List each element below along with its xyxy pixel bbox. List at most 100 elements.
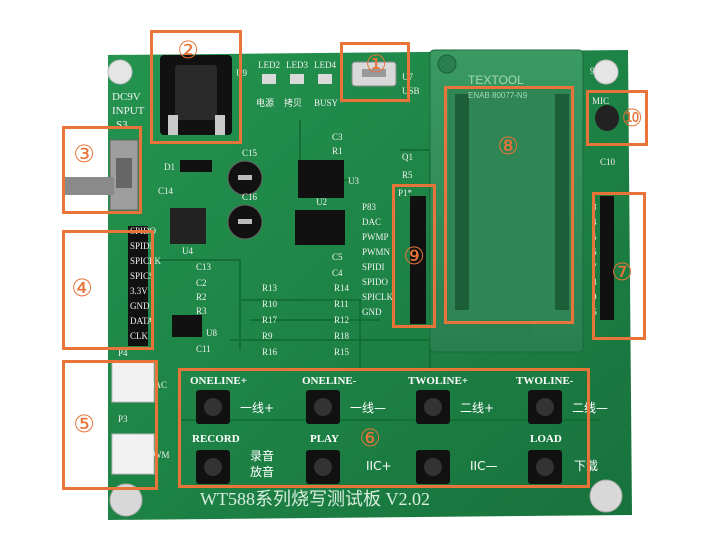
- silk-9: 9: [590, 66, 595, 76]
- callout-box-right-header: [592, 192, 646, 340]
- svg-text:GND: GND: [130, 301, 150, 311]
- silk-led4-en: BUSY: [314, 98, 339, 108]
- silk-dc9v: DC9V: [112, 91, 141, 103]
- silk-u2: U2: [316, 197, 327, 207]
- led-3: [290, 74, 304, 84]
- silk-mic: MIC: [592, 96, 609, 106]
- callout-box-mic: [586, 90, 648, 146]
- socket-model: ENAB 80077-N9: [468, 91, 528, 100]
- callout-num-7: ⑦: [611, 258, 633, 286]
- silk-c4: C4: [332, 268, 343, 278]
- svg-text:SPIDI: SPIDI: [130, 241, 153, 251]
- p1-pin-header: [410, 196, 426, 324]
- callout-num-1: ①: [365, 50, 387, 78]
- ic-u3: [298, 160, 344, 198]
- callout-num-8: ⑧: [497, 132, 519, 160]
- svg-text:3.3V: 3.3V: [130, 286, 148, 296]
- callout-box-audio: [62, 360, 158, 490]
- socket-brand: TEXTOOL: [468, 73, 524, 87]
- silk-p3: P3: [118, 414, 128, 424]
- ic-u2: [295, 210, 345, 245]
- silk-r9: R9: [262, 331, 273, 341]
- callout-box-switch: [62, 126, 142, 214]
- silk-c2: C2: [196, 278, 207, 288]
- silk-u3: U3: [348, 176, 359, 186]
- label-oneline-plus: ONELINE+: [190, 375, 247, 387]
- label-yixian-minus: 一线—: [350, 401, 386, 415]
- callout-box-usb: [340, 42, 410, 102]
- callout-num-10: ⑩: [621, 104, 643, 132]
- callout-box-p1-header: [392, 184, 436, 328]
- silk-r3: R3: [196, 306, 207, 316]
- silk-c11: C11: [196, 344, 211, 354]
- led-2: [262, 74, 276, 84]
- silk-r12: R12: [334, 315, 349, 325]
- ic-u4: [170, 208, 206, 244]
- callout-box-buttons: [178, 368, 590, 488]
- silk-led2: LED2: [258, 60, 280, 70]
- mount-foot-tl: [107, 59, 133, 85]
- silk-r18: R18: [334, 331, 350, 341]
- callout-num-6: ⑥: [359, 424, 381, 452]
- silk-p4: P4: [118, 348, 128, 358]
- board-title: WT588系列烧写测试板 V2.02: [200, 489, 430, 509]
- silk-c13: C13: [196, 262, 212, 272]
- label-erxian-minus: 二线—: [572, 401, 608, 415]
- label-iic-plus: IIC+: [366, 459, 392, 473]
- silk-led2-cn: 电源: [256, 97, 274, 108]
- silk-led4: LED4: [314, 60, 336, 70]
- silk-q1: Q1: [402, 152, 413, 162]
- callout-num-2: ②: [177, 36, 199, 64]
- label-load: LOAD: [530, 433, 562, 445]
- silk-r16: R16: [262, 347, 278, 357]
- callout-num-3: ③: [73, 140, 95, 168]
- label-erxian-plus: 二线+: [460, 401, 494, 415]
- label-fangyin: 放音: [250, 464, 274, 479]
- silk-led3: LED3: [286, 60, 308, 70]
- left-pin-header: [128, 226, 148, 346]
- silk-c16: C16: [242, 192, 258, 202]
- silk-input: INPUT: [112, 105, 145, 117]
- audio-connector-dac: [111, 361, 155, 403]
- silk-r2: R2: [196, 292, 207, 302]
- silk-p1: P1*: [398, 188, 413, 198]
- microphone: [595, 105, 619, 131]
- silk-d1: D1: [164, 162, 175, 172]
- label-luyin: 录音: [250, 448, 274, 463]
- silk-c3: C3: [332, 132, 343, 142]
- silk-c5: C5: [332, 252, 343, 262]
- led-4: [318, 74, 332, 84]
- svg-text:SPICS: SPICS: [130, 271, 154, 281]
- callout-num-5: ⑤: [73, 410, 95, 438]
- svg-text:SPIDO: SPIDO: [362, 277, 389, 287]
- svg-text:PWMN: PWMN: [362, 247, 391, 257]
- label-oneline-minus: ONELINE-: [302, 375, 357, 387]
- svg-text:PWMP: PWMP: [362, 232, 389, 242]
- p1-header-labels: P83 DAC PWMP PWMN SPIDI SPIDO SPICLK GND: [362, 202, 394, 317]
- svg-text:GND: GND: [362, 307, 382, 317]
- silk-r10: R10: [262, 299, 278, 309]
- silk-r17: R17: [262, 315, 278, 325]
- silk-r11: R11: [334, 299, 349, 309]
- label-iic-minus: IIC—: [470, 459, 497, 473]
- label-record: RECORD: [192, 433, 240, 445]
- svg-text:CLK: CLK: [130, 331, 149, 341]
- label-twoline-minus: TWOLINE-: [516, 375, 574, 387]
- callout-box-dc-jack: [150, 30, 242, 144]
- audio-connector-pwm: [111, 433, 155, 475]
- silk-c15: C15: [242, 148, 258, 158]
- right-pin-header: [600, 196, 614, 320]
- svg-text:DAC: DAC: [362, 217, 381, 227]
- label-play: PLAY: [310, 433, 339, 445]
- mount-foot-br: [589, 479, 623, 513]
- mount-foot-bl: [109, 483, 143, 517]
- zif-socket-slots: [455, 94, 569, 310]
- silk-u8: U8: [206, 328, 217, 338]
- label-xiazai: 下载: [574, 459, 598, 473]
- svg-text:SPICLK: SPICLK: [130, 256, 162, 266]
- silk-r14: R14: [334, 283, 350, 293]
- label-yixian-plus: 一线+: [240, 401, 274, 415]
- silk-r1: R1: [332, 146, 343, 156]
